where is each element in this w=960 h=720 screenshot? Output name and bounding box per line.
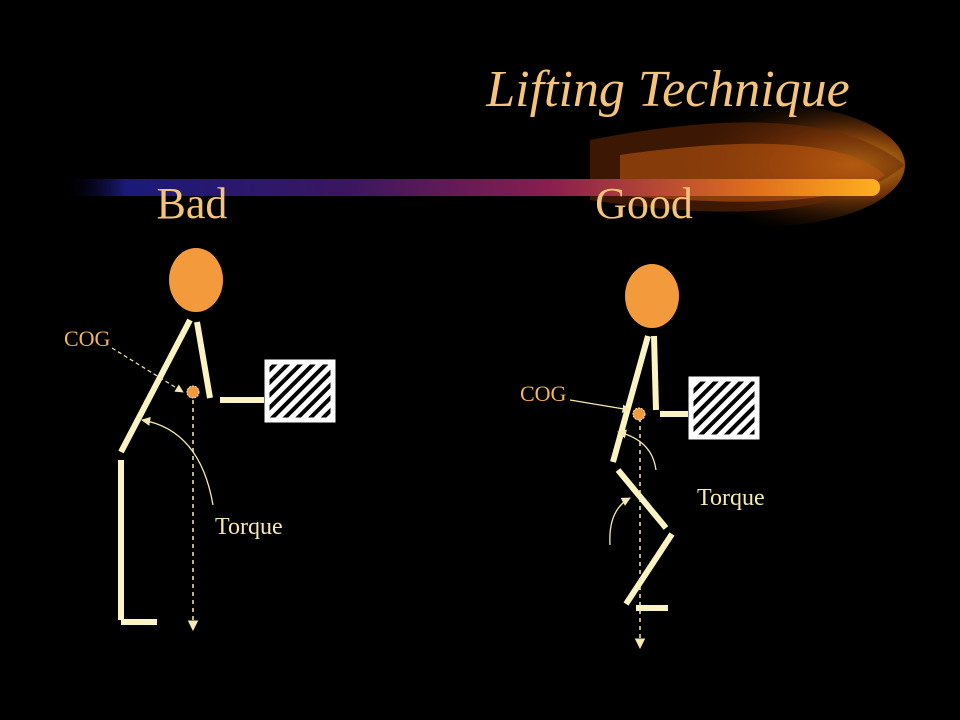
good-torque-arc-upper	[617, 429, 657, 471]
good-cog-label: COG	[520, 381, 567, 406]
good-back	[610, 335, 651, 463]
good-heading: Good	[595, 179, 693, 228]
bad-torque-label: Torque	[215, 514, 283, 540]
good-lifter-figure: COG Torque	[520, 264, 765, 650]
bad-torque-arc	[141, 416, 214, 506]
slide-title: Lifting Technique	[485, 61, 850, 118]
bad-lifter-figure: COG Torque	[64, 248, 336, 632]
bad-upper-arm	[194, 321, 213, 399]
good-shin	[623, 532, 675, 606]
bad-heading: Bad	[157, 179, 228, 228]
bad-back	[118, 318, 193, 454]
bad-cog-dot	[186, 385, 200, 399]
bad-head	[169, 248, 223, 312]
bad-cog-label: COG	[64, 326, 111, 351]
good-torque-label: Torque	[697, 485, 765, 511]
bad-load-box	[264, 359, 336, 423]
good-thigh	[615, 468, 669, 530]
good-torque-arc-lower	[609, 497, 631, 546]
good-cog-pointer	[569, 399, 631, 413]
good-load-box	[688, 376, 760, 440]
swoosh-bar	[60, 179, 880, 196]
good-cog-dot	[632, 407, 646, 421]
title-swoosh	[60, 103, 905, 227]
good-upper-arm	[651, 335, 659, 411]
good-head	[625, 264, 679, 328]
